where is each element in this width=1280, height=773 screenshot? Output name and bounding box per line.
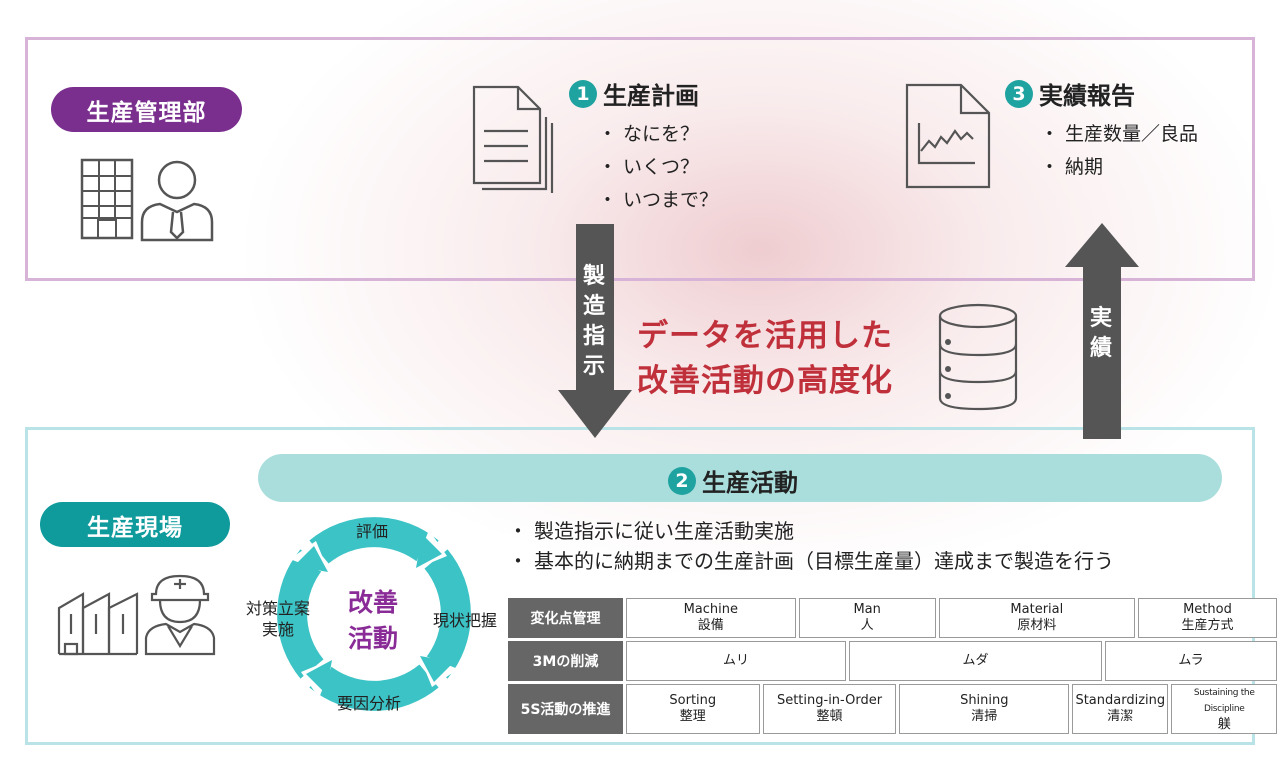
site-label: 生産現場	[40, 502, 230, 547]
grid-cell: ムリ	[626, 641, 847, 681]
worker-icon	[144, 574, 216, 656]
cycle-cause-analysis: 要因分析	[337, 694, 402, 713]
result-report-list: 生産数量／良品 納期	[1040, 118, 1198, 184]
cell-en: Shining	[960, 693, 1009, 708]
cell-en: Standardizing	[1075, 693, 1166, 708]
cell-en: Setting-in-Order	[776, 693, 883, 708]
table-row: 3Mの削減 ムリ ムダ ムラ	[508, 641, 1277, 681]
cell-ja: 整理	[679, 709, 706, 724]
row-header: 3Mの削減	[508, 641, 623, 681]
cell-ja: 設備	[697, 618, 724, 633]
row-header: 5S活動の推進	[508, 684, 623, 734]
production-plan-list: なにを？ いくつ？ いつまで？	[598, 118, 718, 217]
cycle-evaluation: 評価	[356, 522, 389, 541]
cell-ja: 原材料	[1017, 618, 1057, 633]
cell-ja: 生産方式	[1181, 618, 1234, 633]
list-item: 納期	[1040, 151, 1198, 184]
cell-ja: 人	[860, 618, 874, 633]
list-item: 製造指示に従い生産活動実施	[508, 516, 1114, 546]
result-label: 実績	[1089, 306, 1112, 361]
cell-ja: 清潔	[1107, 709, 1134, 724]
cell-ja: 清掃	[971, 709, 998, 724]
list-item: 基本的に納期までの生産計画（目標生産量）達成まで製造を行う	[508, 546, 1114, 576]
cell-en: Machine	[683, 602, 738, 617]
list-item: いくつ？	[598, 151, 718, 184]
list-item: なにを？	[598, 118, 718, 151]
data-utilization-message: データを活用した 改善活動の高度化	[637, 314, 893, 404]
production-activity-list: 製造指示に従い生産活動実施 基本的に納期までの生産計画（目標生産量）達成まで製造…	[508, 516, 1114, 576]
document-icon	[472, 85, 554, 193]
cell-en: Sustaining the Discipline	[1193, 688, 1255, 714]
instruction-label: 製造指示	[582, 264, 605, 379]
report-chart-icon	[905, 83, 991, 189]
cell-en: Material	[1010, 602, 1064, 617]
cycle-countermeasure: 対策立案 実施	[246, 598, 310, 640]
list-item: 生産数量／良品	[1040, 118, 1198, 151]
management-area	[25, 37, 1255, 281]
production-plan-heading: 1 生産計画	[569, 76, 699, 111]
manager-icon	[140, 160, 214, 242]
step-number-badge: 3	[1005, 79, 1033, 108]
cell-ja: 整頓	[816, 709, 843, 724]
grid-cell: Sustaining the Discipline 躾	[1171, 684, 1277, 734]
cell-en: Sorting	[669, 693, 717, 708]
kaizen-line: 改善	[347, 588, 398, 617]
grid-cell: ムラ	[1105, 641, 1277, 681]
building-icon	[80, 158, 134, 240]
cell-en: Method	[1183, 602, 1232, 617]
production-plan-title: 生産計画	[603, 82, 699, 110]
production-activity-heading: 2 生産活動	[668, 463, 798, 498]
list-item: いつまで？	[598, 184, 718, 217]
result-report-heading: 3 実績報告	[1005, 76, 1135, 111]
factory-icon	[57, 592, 139, 656]
step-number-badge: 2	[668, 466, 696, 495]
kaizen-activity-label: 改善 活動	[323, 585, 423, 657]
message-line: データを活用した	[637, 318, 893, 354]
site-area	[25, 427, 1255, 745]
result-up-arrow	[1065, 223, 1139, 439]
instruction-down-arrow	[558, 224, 632, 438]
kaizen-line: 活動	[347, 624, 398, 653]
production-activity-title: 生産活動	[702, 469, 798, 497]
cycle-countermeasure-line: 対策立案	[246, 599, 311, 618]
production-activity-bar	[258, 454, 1222, 502]
grid-cell: ムダ	[849, 641, 1103, 681]
database-icon	[938, 303, 1018, 411]
result-report-title: 実績報告	[1039, 82, 1135, 110]
message-line: 改善活動の高度化	[637, 363, 893, 399]
management-label: 生産管理部	[51, 87, 242, 132]
kaizen-cycle	[277, 517, 471, 711]
cycle-current-state: 現状把握	[433, 611, 498, 630]
cell-en: Man	[853, 602, 881, 617]
step-number-badge: 1	[569, 79, 597, 108]
cycle-countermeasure-line: 実施	[262, 620, 295, 639]
row-header: 変化点管理	[508, 598, 623, 638]
cell-ja: 躾	[1217, 717, 1231, 732]
